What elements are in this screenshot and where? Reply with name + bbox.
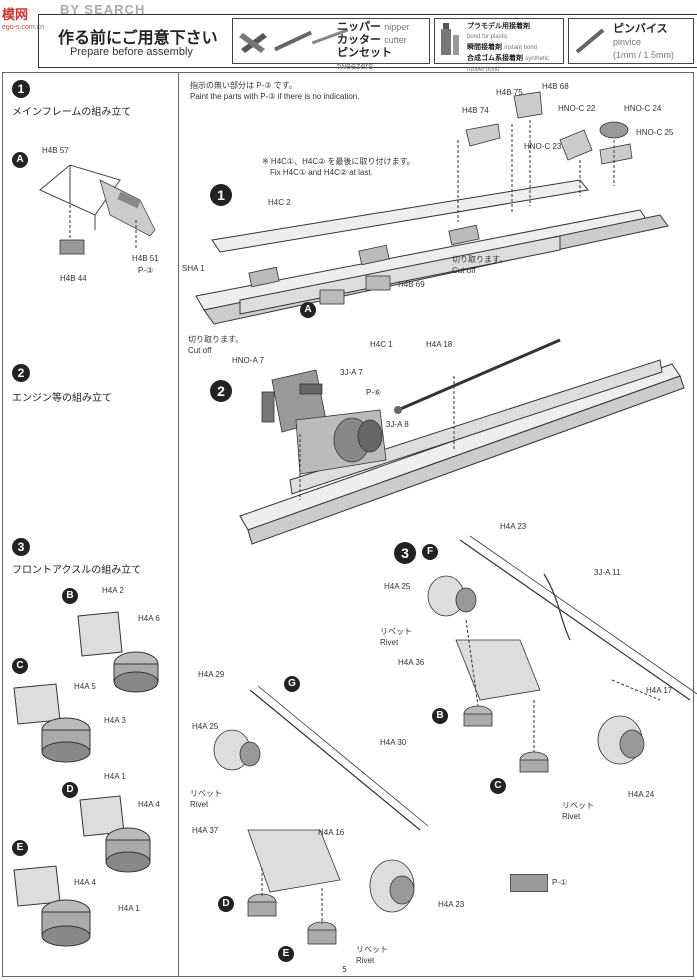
sub-assembly-b-marker: B — [62, 588, 78, 604]
rivet-note-en: Rivet — [380, 638, 399, 647]
paint-note-en: Paint the parts with P-③ if there is no … — [190, 92, 360, 101]
sub-assembly-e-marker: E — [12, 840, 28, 856]
part-label: H4A 17 — [646, 686, 673, 695]
page-number: 5 — [342, 965, 348, 974]
main-step-number-3: 3 — [394, 542, 416, 564]
part-label: HNO-C 22 — [558, 104, 596, 113]
part-label: H4B 51 — [132, 254, 159, 263]
tool-box-pinvice: ピンバイス pinvice (1mm / 1.5mm) — [568, 18, 694, 64]
part-label: H4A 24 — [628, 790, 655, 799]
part-label: H4A 23 — [438, 900, 465, 909]
page-subtitle: Prepare before assembly — [70, 46, 193, 58]
part-label: HNO-C 25 — [636, 128, 674, 137]
sub-assembly-d-marker: D — [62, 782, 78, 798]
paint-note-jp: 指示の無い部分は P-③ です。 — [190, 81, 297, 90]
step-3-title: フロントアクスルの組み立て — [12, 565, 142, 576]
part-label: H4A 29 — [198, 670, 225, 679]
sub-assembly-b-ref: B — [432, 708, 448, 724]
part-label: H4A 4 — [74, 878, 96, 887]
sub-assembly-c-marker: C — [12, 658, 28, 674]
sub-assembly-c-ref: C — [490, 778, 506, 794]
part-label: H4A 2 — [102, 586, 124, 595]
part-label: H4A 25 — [384, 582, 411, 591]
part-label: H4C 2 — [268, 198, 291, 207]
part-label: H4C 1 — [370, 340, 393, 349]
pinvice-icon — [575, 28, 605, 54]
sub-assembly-f-marker: F — [422, 544, 438, 560]
sub-assembly-g-marker: G — [284, 676, 300, 692]
part-label: H4B 57 — [42, 146, 69, 155]
rivet-note-jp: リベット — [356, 945, 388, 954]
hub-drawings — [13, 611, 159, 947]
step-1-title: メインフレームの組み立て — [12, 107, 132, 118]
part-label: H4A 6 — [138, 614, 160, 623]
part-label: H4B 44 — [60, 274, 87, 283]
step-number-1: 1 — [12, 80, 30, 98]
rivet-note-en: Rivet — [356, 956, 375, 965]
nipper-icon — [239, 28, 349, 53]
part-label: H4A 18 — [426, 340, 453, 349]
part-label: HNO-C 23 — [524, 142, 562, 151]
rivet-note-jp: リベット — [380, 627, 412, 636]
sub-assembly-a-marker: A — [12, 152, 28, 168]
part-label: HNO-C 24 — [624, 104, 662, 113]
rivet-note-jp: リベット — [562, 801, 594, 810]
part-label: H4A 36 — [398, 658, 425, 667]
paint-label: P-⑥ — [366, 388, 382, 397]
part-label: H4A 16 — [318, 828, 345, 837]
rivet-note-jp: リベット — [190, 789, 222, 798]
sub-assembly-d-ref: D — [218, 896, 234, 912]
part-label: H4A 5 — [74, 682, 96, 691]
step-2-title: エンジン等の組み立て — [12, 393, 112, 404]
part-label: H4B 75 — [496, 88, 523, 97]
part-label: SHA 1 — [182, 264, 205, 273]
cut-note-jp: 切り取ります。 — [188, 335, 244, 344]
main-step-number-2: 2 — [210, 380, 232, 402]
content-frame — [2, 72, 694, 977]
header-box — [38, 14, 697, 68]
part-label: 3J-A 8 — [386, 420, 409, 429]
part-label: HNO-A 7 — [232, 356, 265, 365]
part-label: H4B 69 — [398, 280, 425, 289]
step-number-2: 2 — [12, 364, 30, 382]
step-number-3: 3 — [12, 538, 30, 556]
part-label: H4A 25 — [192, 722, 219, 731]
cut-note-en: Cut off — [452, 266, 476, 275]
part-label: H4A 3 — [104, 716, 126, 725]
watermark-text: BY SEARCH — [60, 2, 146, 17]
glue-bottle-icon — [441, 23, 459, 55]
fix-note-jp: ※ H4C①、H4C② を最後に取り付けます。 — [262, 157, 415, 166]
sub-assembly-a-drawing — [39, 164, 156, 255]
main-step-number-1: 1 — [210, 184, 232, 206]
part-label: H4B 68 — [542, 82, 569, 91]
part-label: H4A 23 — [500, 522, 527, 531]
cut-note-en: Cut off — [188, 346, 212, 355]
column-divider — [178, 72, 179, 977]
fix-note-en: Fix H4C① and H4C② at last. — [270, 168, 373, 177]
paint-swatch — [510, 874, 548, 892]
page-title: 作る前にご用意下さい — [58, 28, 218, 47]
rivet-note-en: Rivet — [190, 800, 209, 809]
part-label: 3J-A 11 — [594, 568, 621, 577]
sub-assembly-e-ref: E — [278, 946, 294, 962]
part-label: H4A 37 — [192, 826, 219, 835]
paint-label: P-③ — [138, 266, 154, 275]
part-label: H4A 4 — [138, 800, 160, 809]
part-label: H4A 1 — [104, 772, 126, 781]
part-label: H4B 74 — [462, 106, 489, 115]
part-label: H4A 30 — [380, 738, 407, 747]
part-label: 3J-A 7 — [340, 368, 363, 377]
paint-label: P-① — [552, 878, 568, 887]
cut-note-jp: 切り取ります。 — [452, 255, 508, 264]
part-label: H4A 1 — [118, 904, 140, 913]
sub-assembly-a-ref: A — [300, 302, 316, 318]
rivet-note-en: Rivet — [562, 812, 581, 821]
tool-box-cutters: ニッパー nipper カッター cutter ピンセット tweezers — [232, 18, 430, 71]
